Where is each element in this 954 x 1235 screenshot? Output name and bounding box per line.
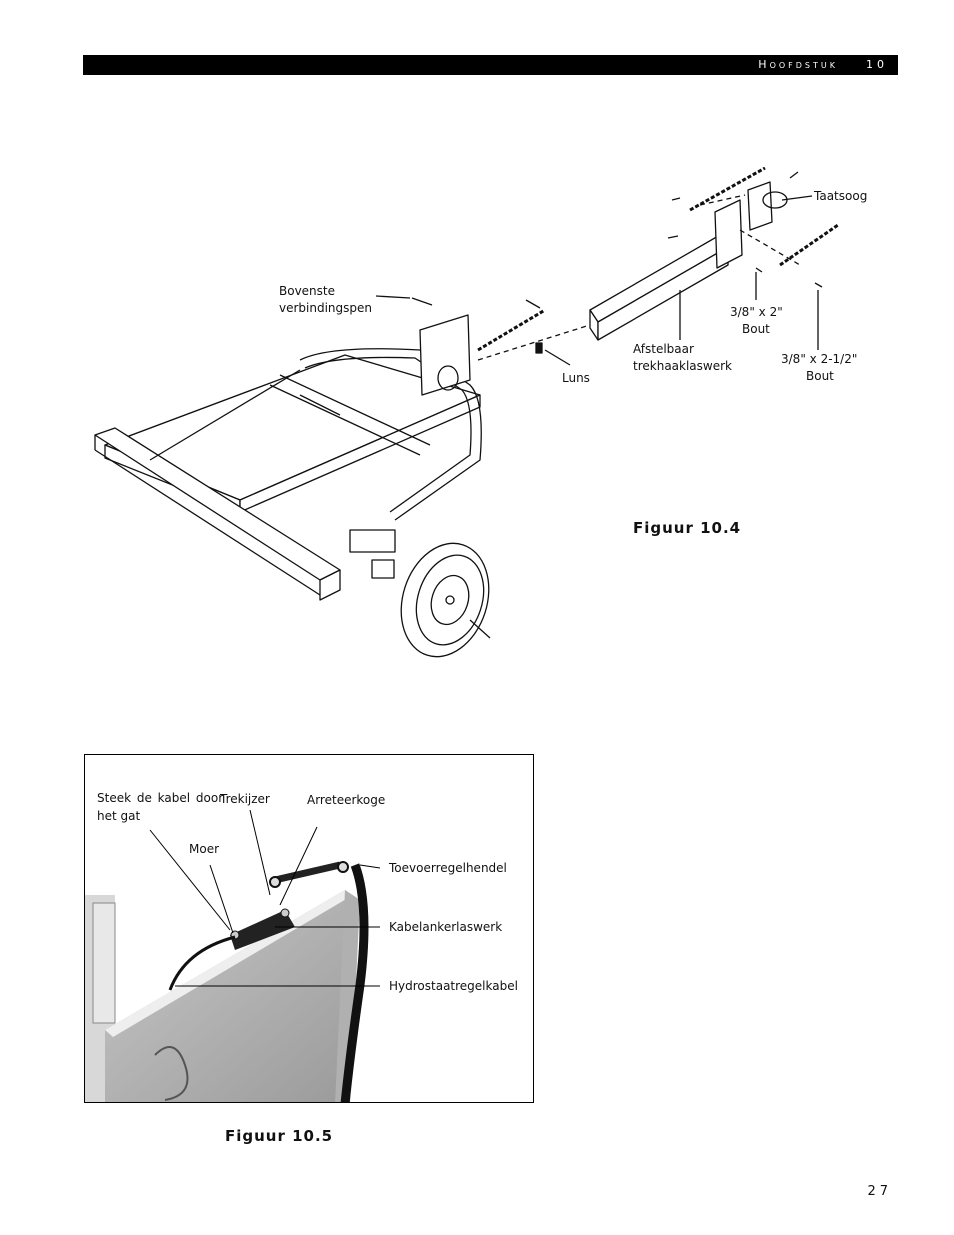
label-arreteerkoge: Arreteerkoge (307, 793, 386, 807)
label-afstelbaar-line2: trekhaaklaswerk (633, 359, 732, 373)
label-afstelbaar-line1: Afstelbaar (633, 342, 694, 356)
label-steek-line2: het gat (97, 809, 141, 823)
label-luns: Luns (562, 371, 590, 385)
figure-10-5-photo (84, 754, 534, 1103)
label-bout-a-line1: 3/8" x 2" (730, 305, 783, 319)
header-bar: Hoofdstuk 10 (83, 55, 898, 75)
chapter-number: 10 (866, 58, 888, 71)
label-bout-a-line2: Bout (742, 322, 770, 336)
label-bovenste-line2: verbindingspen (279, 301, 373, 315)
label-kabelankerlaswerk: Kabelankerlaswerk (389, 920, 503, 934)
label-bout-b-line2: Bout (806, 369, 834, 383)
page-number: 27 (867, 1184, 892, 1199)
label-toevoerregelhendel: Toevoerregelhendel (389, 861, 507, 875)
label-taatsoog: Taatsoog (814, 189, 868, 203)
label-hydrostaatregelkabel: Hydrostaatregelkabel (389, 979, 518, 993)
label-bovenste-line1: Bovenste (279, 284, 336, 298)
label-bout-b-line1: 3/8" x 2-1/2" (781, 352, 858, 366)
caption-figure-10-4: Figuur 10.4 (633, 519, 742, 537)
label-steek-line1: Steek de kabel door (97, 791, 224, 805)
figure-10-4-drawing (94, 166, 839, 658)
chapter-title: Hoofdstuk (758, 58, 838, 71)
label-moer: Moer (189, 842, 220, 856)
caption-figure-10-5: Figuur 10.5 (225, 1127, 334, 1145)
label-trekijzer: Trekijzer (220, 792, 270, 806)
photo-illustration (85, 809, 381, 1102)
